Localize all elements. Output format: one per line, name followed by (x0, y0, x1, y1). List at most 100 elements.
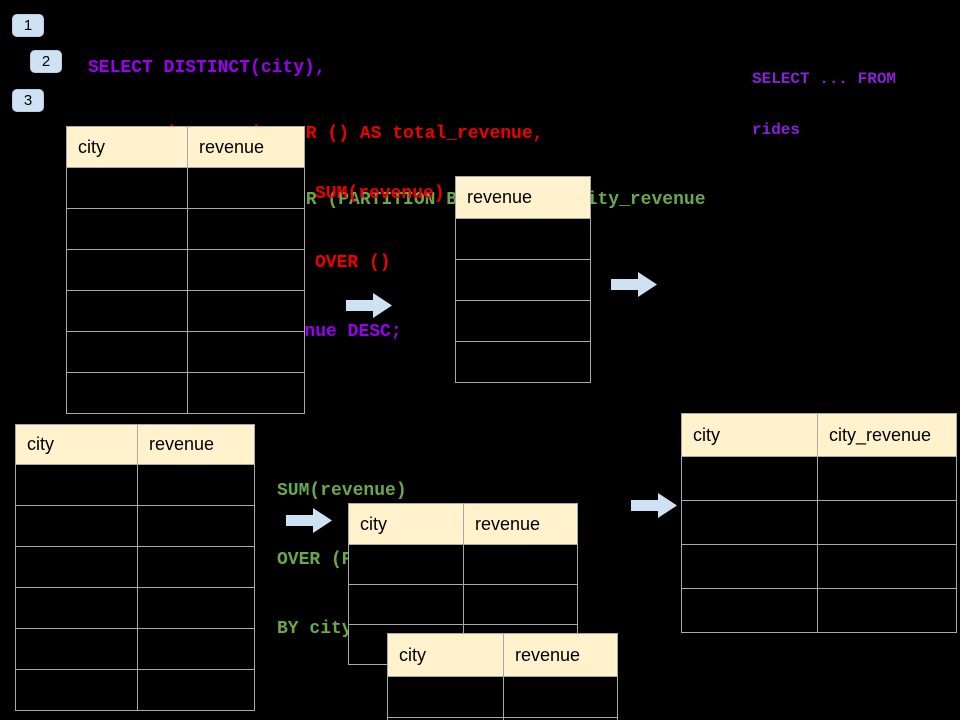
table-row (66, 372, 305, 414)
table-cell (817, 500, 957, 545)
table-cell (187, 331, 305, 373)
table-cell (681, 456, 818, 501)
table-cell (187, 208, 305, 250)
table-cell (137, 464, 255, 506)
table-cell (66, 331, 188, 373)
table-cell (681, 544, 818, 589)
step-badge-3: 3 (12, 89, 44, 112)
table-row (15, 464, 255, 506)
side-note: SELECT ... FROM rides (752, 37, 896, 173)
column-header-revenue: revenue (503, 633, 618, 677)
flow-arrow-icon (611, 272, 657, 297)
column-header-revenue: revenue (463, 503, 578, 545)
table-cell (463, 544, 578, 585)
table-cell (455, 218, 591, 260)
column-header-revenue: revenue (137, 424, 255, 465)
table-row (348, 584, 578, 625)
flow-arrow-icon (631, 493, 677, 518)
sql-line-select: SELECT DISTINCT(city), (88, 58, 326, 78)
table-cell (503, 676, 618, 718)
table-row (387, 717, 618, 720)
table-cell (187, 249, 305, 291)
table-header-row: city revenue (387, 633, 618, 677)
table-row (681, 456, 957, 501)
table-cell (137, 546, 255, 588)
table-cell (187, 167, 305, 209)
table-cell (66, 249, 188, 291)
step-badge-1: 1 (12, 14, 44, 37)
table-cell (455, 341, 591, 383)
table-cell (137, 628, 255, 670)
table-cell (348, 584, 464, 625)
table-cell (15, 505, 138, 547)
column-header-city-revenue: city_revenue (817, 413, 957, 457)
table-row (15, 628, 255, 670)
table-row (15, 587, 255, 629)
table-cell (66, 167, 188, 209)
table-row (681, 500, 957, 545)
table-cell (15, 669, 138, 711)
table-cell (137, 505, 255, 547)
side-note-line-2: rides (752, 121, 801, 139)
table-cell (348, 544, 464, 585)
table-cell (15, 464, 138, 506)
table-cell (66, 290, 188, 332)
column-header-revenue: revenue (187, 126, 305, 168)
table-cell (15, 628, 138, 670)
flow-arrow-icon (286, 508, 332, 533)
table-cell (463, 584, 578, 625)
table-cell (66, 372, 188, 414)
table-source-top: city revenue (66, 126, 305, 414)
table-partition-step-overlay: city revenue (387, 633, 618, 720)
table-row (66, 208, 305, 250)
table-source-bottom: city revenue (15, 424, 255, 711)
table-cell (681, 500, 818, 545)
column-header-city: city (681, 413, 818, 457)
column-header-city: city (387, 633, 504, 677)
table-cell (817, 588, 957, 633)
table-cell (66, 208, 188, 250)
annotation-total-line-1: SUM(revenue) (315, 184, 445, 204)
column-header-revenue: revenue (455, 176, 591, 219)
table-cell (455, 259, 591, 301)
table-cell (187, 290, 305, 332)
table-cell (455, 300, 591, 342)
column-header-city: city (15, 424, 138, 465)
table-cell (817, 544, 957, 589)
table-row (387, 676, 618, 718)
table-header-row: revenue (455, 176, 591, 219)
flow-arrow-icon (346, 293, 392, 318)
table-cell (15, 587, 138, 629)
table-row (15, 505, 255, 547)
column-header-city: city (348, 503, 464, 545)
table-cell (137, 587, 255, 629)
table-cell (137, 669, 255, 711)
table-cell (817, 456, 957, 501)
table-row (348, 544, 578, 585)
table-row (66, 167, 305, 209)
table-header-row: city city_revenue (681, 413, 957, 457)
table-cell (15, 546, 138, 588)
table-total-result: revenue (455, 176, 591, 383)
step-badge-2: 2 (30, 50, 62, 73)
table-partition-result: city city_revenue (681, 413, 957, 633)
column-header-city: city (66, 126, 188, 168)
table-row (15, 546, 255, 588)
table-row (681, 588, 957, 633)
table-cell (681, 588, 818, 633)
table-cell (187, 372, 305, 414)
annotation-partition-line-1: SUM(revenue) (277, 481, 407, 501)
table-row (66, 249, 305, 291)
side-note-line-1: SELECT ... FROM (752, 70, 897, 88)
table-row (455, 218, 591, 260)
table-cell (503, 717, 618, 720)
table-row (455, 341, 591, 383)
table-row (681, 544, 957, 589)
table-row (15, 669, 255, 711)
annotation-total-line-2: OVER () (315, 253, 391, 273)
table-header-row: city revenue (66, 126, 305, 168)
table-row (66, 331, 305, 373)
table-row (66, 290, 305, 332)
table-row (455, 300, 591, 342)
